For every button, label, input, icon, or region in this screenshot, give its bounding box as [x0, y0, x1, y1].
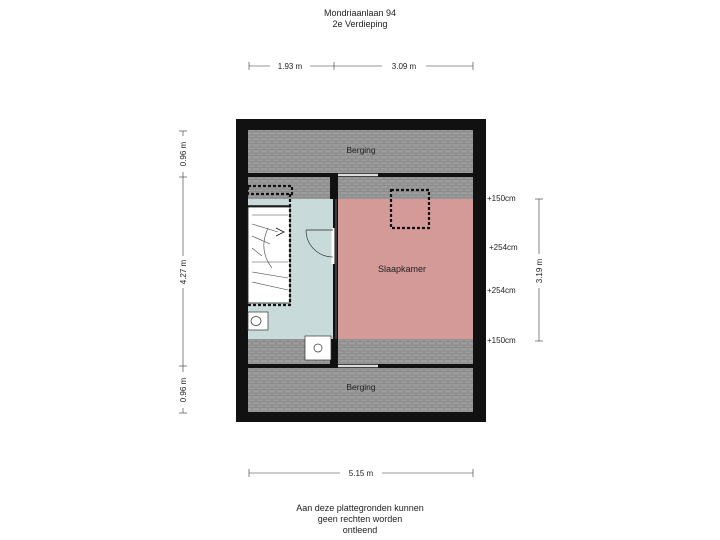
height-label-2: +254cm [489, 243, 518, 252]
wall-bottom-right [378, 364, 473, 368]
door-bedroom [305, 228, 335, 264]
height-label-1: +150cm [487, 194, 516, 203]
storage-bottom [248, 368, 473, 412]
dimension-top-left-label: 1.93 m [278, 62, 303, 71]
dimension-left-middle-label: 4.27 m [179, 259, 188, 284]
storage-top [248, 130, 473, 173]
wall-bottom-left [248, 364, 338, 368]
bedroom-label: Slaapkamer [378, 264, 426, 274]
height-label-4: +150cm [487, 336, 516, 345]
disclaimer: Aan deze plattegronden kunnen geen recht… [0, 503, 720, 536]
roof-slope-top-right [338, 177, 473, 199]
floor-title: 2e Verdieping [332, 19, 388, 29]
disclaimer-line-1: Aan deze plattegronden kunnen [296, 503, 424, 513]
height-label-3: +254cm [487, 286, 516, 295]
skylight [389, 188, 431, 230]
wall-top-left [248, 173, 338, 177]
staircase [246, 184, 294, 307]
wall-partition-top [330, 177, 338, 199]
storage-top-label: Berging [346, 145, 376, 155]
bedroom [338, 199, 473, 339]
address-title: Mondriaanlaan 94 [323, 8, 397, 18]
appliance-icon [304, 335, 332, 361]
dimension-left-top-label: 0.96 m [179, 141, 188, 166]
disclaimer-line-3: ontleend [342, 525, 378, 535]
sink-icon [247, 311, 269, 331]
wall-top-right [378, 173, 473, 177]
roof-slope-bottom-right [338, 339, 473, 364]
dimension-top-right-label: 3.09 m [392, 62, 417, 71]
dimension-bottom-label: 5.15 m [349, 469, 374, 478]
disclaimer-line-2: geen rechten worden [317, 514, 403, 524]
dimension-left-bottom-label: 0.96 m [179, 377, 188, 402]
storage-bottom-label: Berging [346, 382, 376, 392]
dimension-right-label: 3.19 m [535, 258, 544, 283]
wall-partition-bottom [330, 339, 338, 364]
